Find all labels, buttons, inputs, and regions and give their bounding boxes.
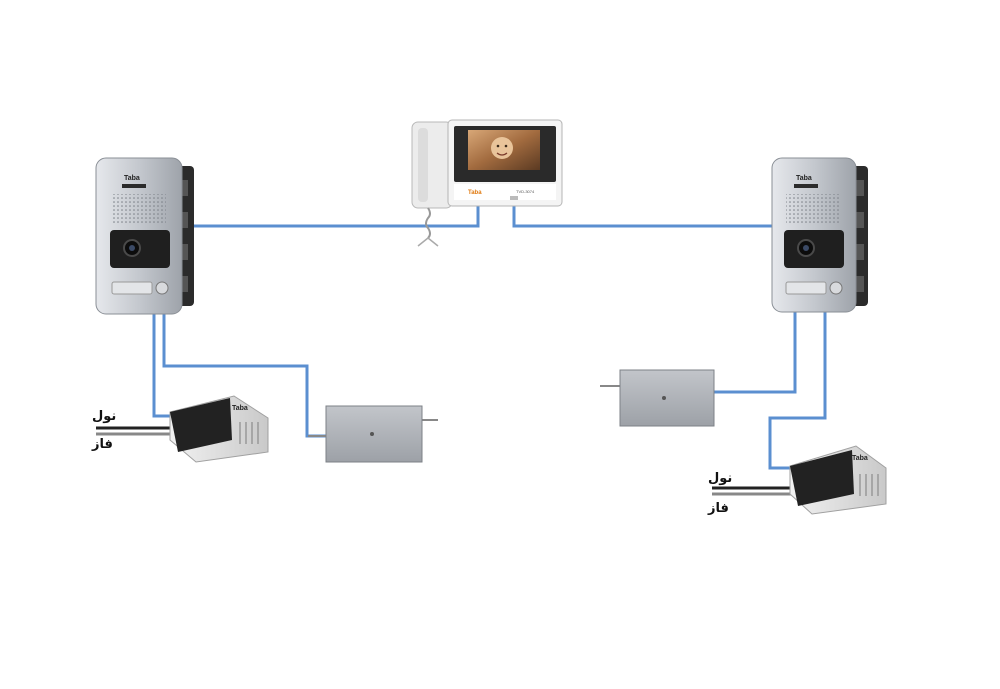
door-panel-left: Taba	[95, 157, 194, 315]
left-phase-label: فاز	[91, 437, 113, 452]
right-panel-brand: Taba	[796, 175, 812, 182]
left-psu-brand: Taba	[232, 405, 248, 412]
video-monitor-icon: Taba TVD-3074	[411, 119, 563, 247]
power-supply-icon: Taba	[96, 395, 269, 463]
right-neutral-label: نول	[708, 471, 732, 486]
wire-left-panel-to-monitor	[186, 198, 480, 228]
power-supply-icon: Taba	[712, 445, 887, 515]
call-button[interactable]	[155, 281, 169, 295]
wire-right-panel-to-lock	[714, 310, 797, 394]
wire-right-panel-to-psu	[768, 310, 827, 470]
wire-monitor-to-right-panel	[512, 198, 776, 228]
right-psu-brand: Taba	[852, 455, 868, 462]
left-panel-brand: Taba	[124, 175, 140, 182]
door-lock-module-icon	[308, 405, 438, 463]
face-icon	[491, 137, 513, 159]
wire-left-panel-to-psu	[152, 312, 174, 418]
monitor-model: TVD-3074	[516, 189, 535, 194]
call-button[interactable]	[829, 281, 843, 295]
right-phase-label: فاز	[707, 501, 729, 516]
door-lock-module-icon	[600, 369, 715, 427]
monitor-brand: Taba	[468, 190, 482, 196]
left-neutral-label: نول	[92, 409, 116, 424]
door-panel-right: Taba	[771, 157, 868, 313]
